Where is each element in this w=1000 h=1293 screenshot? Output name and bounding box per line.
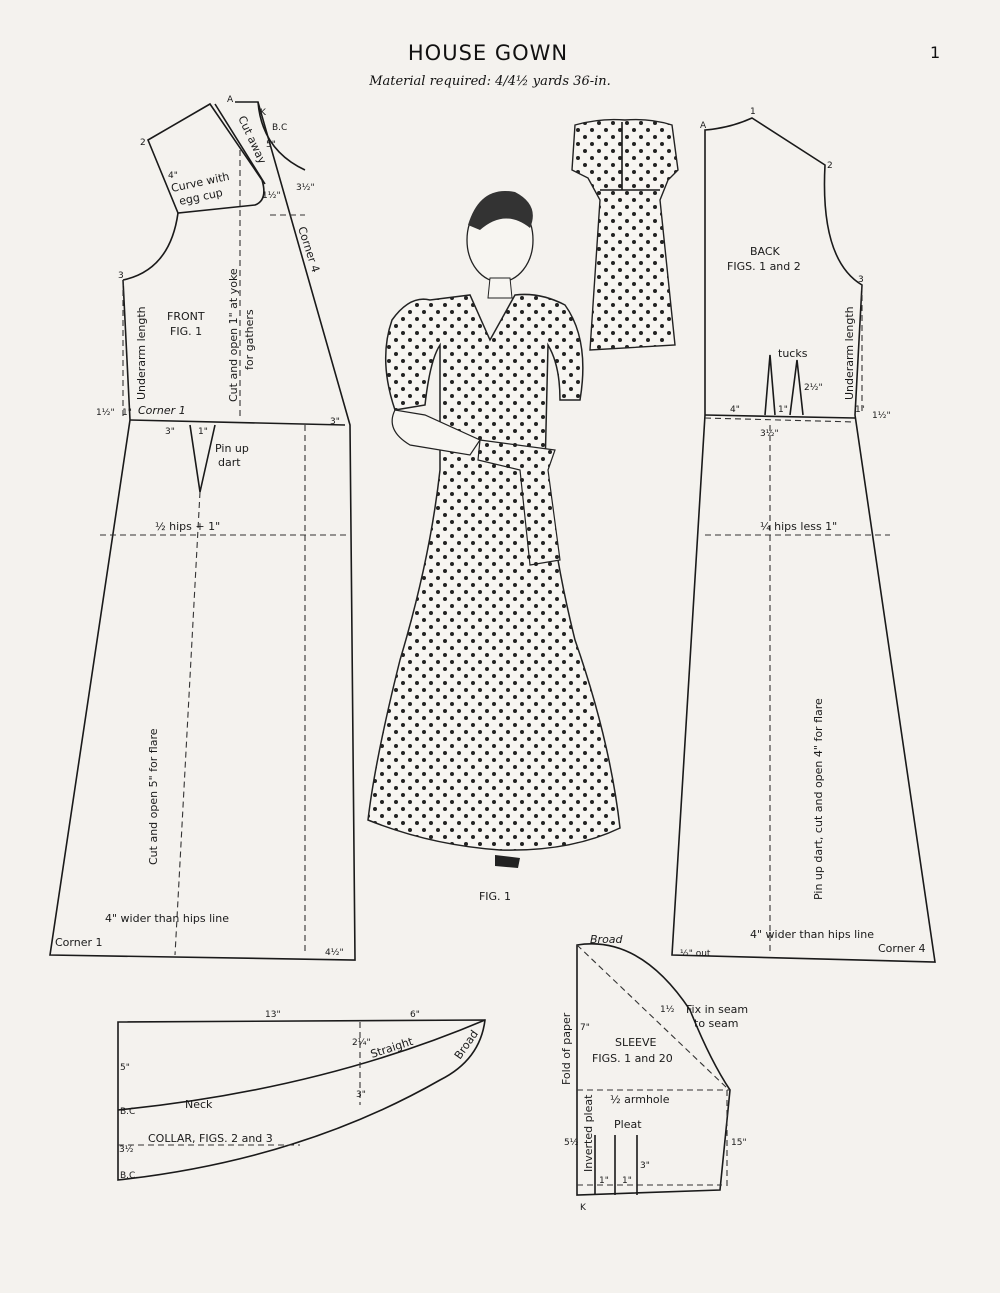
front-pattern-piece: 2 3 A K B.C 4" 5" 3½" 1½" Curve with egg… — [49, 95, 356, 961]
back-mark-1half: 1½" — [872, 411, 891, 421]
front-mark-3b: 3" — [330, 417, 340, 427]
front-hips-line: ½ hips + 1" — [155, 520, 220, 533]
collar-mark-3: 3" — [356, 1090, 366, 1100]
sleeve-fold-of-paper: Fold of paper — [560, 1012, 573, 1085]
collar-bc-1: B.C — [120, 1107, 135, 1117]
sleeve-broad: Broad — [590, 933, 624, 946]
front-corner1: Corner 1 — [138, 404, 186, 417]
back-point-1: 1 — [750, 107, 756, 117]
illustration-caption: FIG. 1 — [479, 890, 511, 903]
back-mark-3half: 3½" — [760, 429, 779, 439]
sleeve-mark-3: 3" — [640, 1161, 650, 1171]
front-corner1-bottom: Corner 1 — [55, 936, 103, 949]
collar-mark-5: 5" — [120, 1063, 130, 1073]
front-point-a: A — [227, 95, 234, 105]
sleeve-label: SLEEVE — [615, 1036, 657, 1049]
back-mark-4: 4" — [730, 405, 740, 415]
back-hips-line: ¼ hips less 1" — [760, 520, 837, 533]
sleeve-mark-5half: 5½ — [564, 1138, 579, 1148]
pin-up-dart-2: dart — [218, 456, 241, 469]
collar-label: COLLAR, FIGS. 2 and 3 — [148, 1132, 273, 1145]
sleeve-mark-1half: 1½ — [660, 1005, 675, 1015]
front-underarm-length: Underarm length — [135, 306, 148, 400]
back-corner4: Corner 4 — [878, 942, 926, 955]
collar-pattern-piece: 13" 6" 2¼" Straight Broad 5" Neck 3" B.C… — [117, 1010, 486, 1181]
front-label: FRONT — [167, 310, 205, 323]
front-wider-hips: 4" wider than hips line — [105, 912, 229, 925]
front-mark-1b: 1" — [198, 427, 208, 437]
front-mark-1half: 1½" — [262, 191, 281, 201]
back-mark-1a: 1" — [778, 405, 788, 415]
material-required: Material required: 4/4½ yards 36-in. — [368, 74, 611, 89]
dress-illustration: FIG. 1 — [367, 118, 679, 903]
front-mark-3a: 3" — [165, 427, 175, 437]
sleeve-mark-15: 15" — [731, 1138, 747, 1148]
sleeve-point-k: K — [580, 1203, 587, 1213]
front-point-2: 2 — [140, 138, 146, 148]
sleeve-mark-7: 7" — [580, 1023, 590, 1033]
front-cut-open-yoke-1: Cut and open 1" at yoke — [227, 268, 240, 402]
back-mark-1b: 1" — [855, 405, 865, 415]
sleeve-pleat: Pleat — [614, 1118, 642, 1131]
front-mark-5: 5" — [266, 140, 276, 150]
sleeve-figs: FIGS. 1 and 20 — [592, 1052, 673, 1065]
sleeve-inverted-pleat: Inverted pleat — [582, 1094, 595, 1172]
front-flare: Cut and open 5" for flare — [147, 728, 160, 865]
back-flare: Pin up dart, cut and open 4" for flare — [812, 698, 825, 900]
back-mark-2half: 2½" — [804, 383, 823, 393]
collar-mark-3half: 3½ — [119, 1145, 134, 1155]
back-point-2: 2 — [827, 161, 833, 171]
back-point-3: 3 — [858, 275, 864, 285]
front-cut-open-yoke-2: for gathers — [243, 309, 256, 370]
front-mark-3half: 3½" — [296, 183, 315, 193]
pin-up-dart-1: Pin up — [215, 442, 249, 455]
back-label: BACK — [750, 245, 781, 258]
front-mark-4half: 4½" — [325, 948, 344, 958]
back-point-a: A — [700, 121, 707, 131]
back-figs-label: FIGS. 1 and 2 — [727, 260, 801, 273]
sleeve-half-armhole: ½ armhole — [610, 1093, 670, 1106]
front-fig-label: FIG. 1 — [170, 325, 202, 338]
back-underarm-length: Underarm length — [843, 306, 856, 400]
front-mark-4: 4" — [168, 171, 178, 181]
back-pattern-piece: A 1 2 3 BACK FIGS. 1 and 2 tucks 2½" Und… — [671, 107, 936, 963]
back-tucks-label: tucks — [778, 347, 808, 360]
sleeve-mark-1a: 1" — [599, 1176, 609, 1186]
sleeve-fix-seam-2: to seam — [694, 1017, 739, 1030]
back-wider-hips: 4" wider than hips line — [750, 928, 874, 941]
collar-mark-13: 13" — [265, 1010, 281, 1020]
collar-straight: Straight — [369, 1035, 415, 1061]
front-point-k: K — [260, 108, 267, 118]
sleeve-pattern-piece: Broad Fold of paper 7" SLEEVE FIGS. 1 an… — [560, 933, 748, 1213]
collar-mark-2q: 2¼" — [352, 1038, 371, 1048]
back-half-out: ½" out — [680, 949, 711, 959]
page-title: HOUSE GOWN — [408, 41, 568, 65]
collar-neck: Neck — [185, 1098, 213, 1111]
collar-broad: Broad — [452, 1028, 481, 1062]
front-point-3: 3 — [118, 271, 124, 281]
sleeve-fix-seam-1: Fix in seam — [686, 1003, 748, 1016]
sleeve-mark-1b: 1" — [622, 1176, 632, 1186]
front-mark-1half-side: 1½" — [96, 408, 115, 418]
front-bc: B.C — [272, 123, 287, 133]
page-number: 1 — [930, 43, 941, 62]
collar-mark-6: 6" — [410, 1010, 420, 1020]
collar-bc-2: B.C. — [120, 1171, 138, 1181]
front-mark-1a: 1" — [122, 408, 132, 418]
